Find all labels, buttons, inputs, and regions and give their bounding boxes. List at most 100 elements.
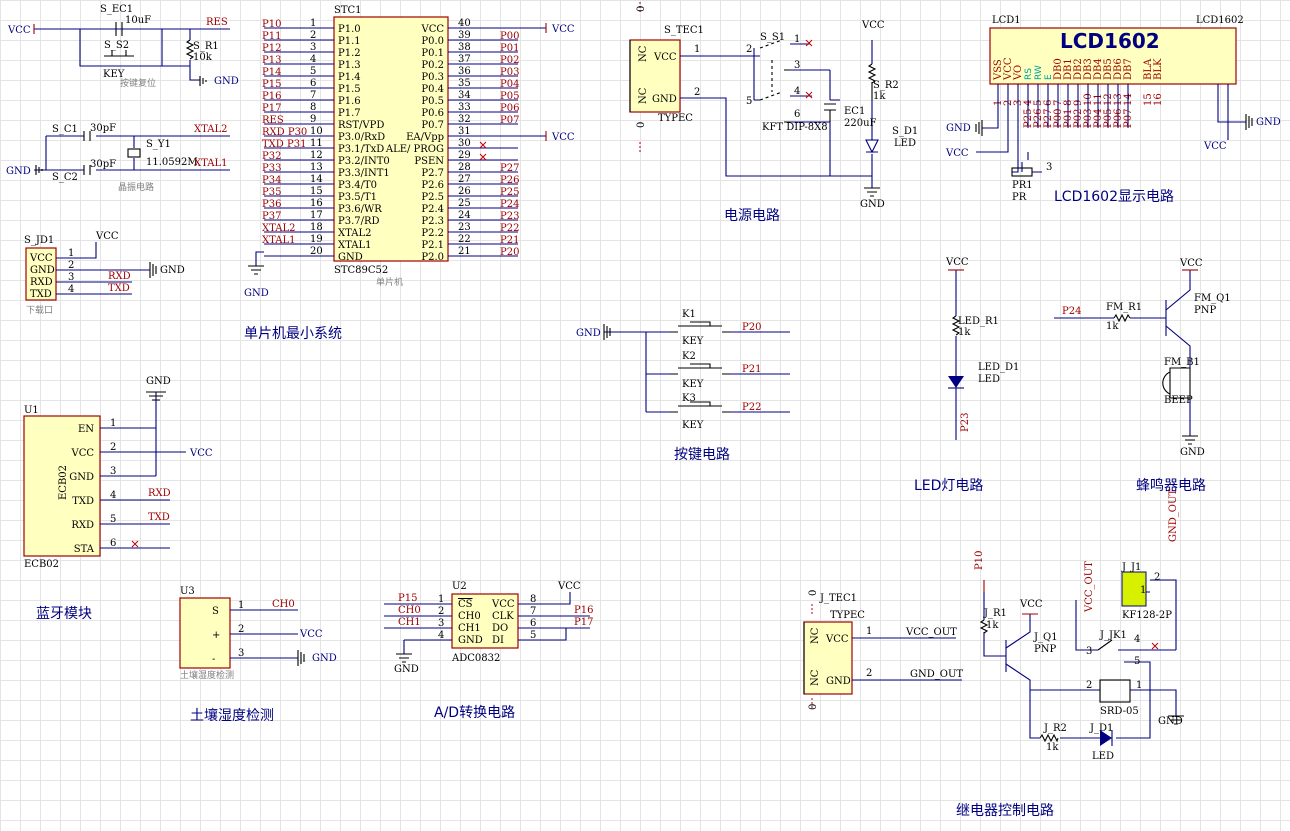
adc-caption: A/D转换电路 [434,704,515,721]
lcd-pin-net: P26 [1033,109,1044,128]
lcd-vcc-label: VCC [945,148,969,159]
mcu-pin-net: P13 [262,55,281,66]
adc-pin-clk: CLK [492,611,514,622]
soil-num-3: 3 [238,648,244,659]
relay-q-ref: J_Q1 [1033,632,1058,643]
relay-gnd-net: GND [1158,716,1183,727]
soil-vcc-label: VCC [299,629,323,640]
relay-r2-value: 1k [1046,742,1059,753]
adc-num-7: 7 [530,606,536,617]
adc-pin-ch0: CH0 [458,611,481,622]
soil-note: 土壤湿度检测 [180,669,234,681]
power-ref: S_TEC1 [664,25,704,36]
led-res-value: 1k [958,327,971,338]
relay-j1-pin-1: 1 [1140,585,1146,596]
mcu-pin-num: 2 [310,30,316,41]
lcd-pin-name: BLK [1153,58,1164,80]
mcu-ref: STC1 [334,5,362,16]
download-rxd-label: RXD [108,271,131,282]
bt-pin-name: STA [74,544,95,555]
mcu-pin-num: 6 [310,78,316,89]
bt-ref: U1 [24,405,39,416]
relay-vcc-pin: VCC [825,634,849,645]
mcu-pin-name: XTAL2 [338,228,371,239]
mcu-pin-name: P0.3 [421,72,444,83]
buzzer-q-value: PNP [1194,305,1216,316]
mcu-pin-name: P2.7 [421,168,444,179]
download-num-3: 3 [68,272,74,283]
mcu-pin-name: PSEN [414,156,444,167]
reset-vcc-label: VCC [7,25,31,36]
lcd-pin-num: 15 [1143,93,1154,106]
lcd-pot-value: PR [1012,192,1027,203]
lcd-caption: LCD1602显示电路 [1054,189,1174,205]
power-res-ref: S_R2 [873,80,899,91]
relay-circuit: J_TEC1 TYPEC NC NC VCC GND 0 0 1 2 VCC_O… [803,489,1184,819]
relay-vcc-top: VCC [1019,599,1043,610]
lcd-pin-net: P03 [1083,109,1094,128]
mcu-pin-net: P33 [262,163,281,174]
led-circuit: VCC LED_R1 1k LED_D1 LED P23 LED灯电路 [914,257,1019,494]
mcu-pin-net: P32 [262,151,281,162]
mcu-pin-name: P0.2 [421,60,444,71]
mcu-pin-name: P3.2/INT0 [338,156,390,167]
mcu-pin-num: 29 [458,150,471,161]
adc-net-ch1: CH1 [398,617,421,628]
soil-pin-s: S [212,606,219,617]
bt-txd-net: TXD [148,512,170,523]
mcu-pin-net: P23 [500,211,519,222]
mcu-pin-num: 12 [310,150,323,161]
mcu-pin-net: P35 [262,187,281,198]
mcu-pin-num: 33 [458,102,471,113]
lcd-pins: VSS1VCC2VO3RS4P25RW5P26E6P27DB07P00DB18P… [993,57,1164,128]
bt-pin-name: RXD [71,520,94,531]
mcu-pin-name: ALE/ PROG [385,144,444,155]
power-sw-pin-1: 1 [794,34,800,45]
adc-net-ch0: CH0 [398,605,421,616]
mcu-pin-num: 39 [458,30,471,41]
mcu-pin-num: 36 [458,66,471,77]
relay-r1-value: 1k [986,620,999,631]
adc-num-5: 5 [530,630,536,641]
lcd-pin-name: RW [1034,65,1044,80]
mcu-pin-name: P2.4 [421,204,444,215]
power-res-value: 1k [873,91,886,102]
mcu-gnd-label: GND [244,288,269,299]
relay-jk-pin-5: 5 [1134,656,1140,667]
download-vcc-label: VCC [95,231,119,242]
adc-pin-gnd: GND [458,635,483,646]
mcu-pin-name: P2.1 [421,240,444,251]
mcu-pin-name: P0.7 [421,120,444,131]
mcu-pin-name: P0.1 [421,48,444,59]
lcd-pin-net: P04 [1093,109,1104,128]
bt-pin-name: TXD [72,496,94,507]
mcu-pin-net: P27 [500,163,519,174]
adc-net-p17: P17 [574,617,593,628]
mcu-pin-num: 28 [458,162,471,173]
relay-zero-top: 0 [808,590,819,596]
download-note: 下载口 [26,304,53,316]
mcu-pin-num: 40 [458,18,471,29]
bluetooth-caption: 蓝牙模块 [36,606,92,622]
led-diode-ref: LED_D1 [978,362,1019,373]
mcu-pin-net: P34 [262,175,281,186]
bt-pin-num: 3 [110,466,116,477]
adc-pin-di: DI [492,635,504,646]
key1-ref: K1 [682,309,696,320]
led-diode-value: LED [978,374,1000,385]
mcu-pin-num: 13 [310,162,323,173]
mcu-pin-name: P3.0/RxD [338,132,385,143]
soil-num-2: 2 [238,624,244,635]
power-zero-top: 0 [636,6,647,12]
adc-num-4: 4 [438,630,444,641]
mcu-pin-num: 11 [310,138,323,149]
buzzer-res-value: 1k [1106,321,1119,332]
mcu-pin-name: P2.5 [421,192,444,203]
lcd-pin-name: DB6 [1113,58,1124,80]
bt-rxd-net: RXD [148,488,171,499]
power-sw-pin-4: 4 [794,86,800,97]
key2-ref: K2 [682,351,696,362]
power-nc-bot: NC [638,87,649,104]
bt-vcc-label: VCC [189,448,213,459]
